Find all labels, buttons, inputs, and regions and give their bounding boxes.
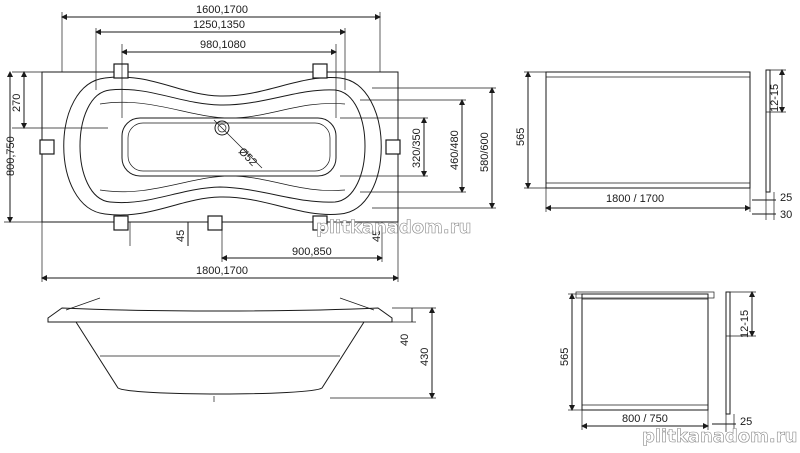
dim-foot-spacing: 900,850	[292, 246, 332, 258]
tub-shell-inner	[79, 88, 366, 204]
dim-side-rim: 40	[399, 334, 411, 346]
dim-inner-height-a: 320/350	[411, 128, 423, 168]
front-panel	[545, 71, 751, 189]
dim-drain: Ø52	[236, 146, 259, 169]
tub-basin	[121, 117, 337, 177]
end-panel-profile	[725, 291, 731, 415]
dim-front-depth-a: 25	[780, 192, 792, 204]
side-view: 40 430	[47, 297, 436, 402]
dim-foot-left: 45	[175, 230, 187, 242]
dim-inner-height-b: 460/480	[449, 130, 461, 170]
dim-front-depth-b: 30	[780, 209, 792, 221]
foot-bracket-icon	[312, 63, 328, 79]
dim-total-width-top: 1600,1700	[196, 4, 248, 16]
dim-inner-height-c: 580/600	[479, 132, 491, 172]
front-panel-view: 565 1800 / 1700 12-15 25 30	[515, 69, 792, 221]
dim-foot-right: 45	[371, 230, 383, 242]
end-panel-view: 565 800 / 750 12-15 25	[559, 291, 756, 432]
tub-contour-b	[99, 175, 346, 193]
dim-total-width-bottom: 1800,1700	[196, 265, 248, 277]
dim-left-offset: 270	[11, 94, 23, 112]
foot-bracket-icon	[113, 63, 129, 79]
tub-side-body	[75, 321, 365, 395]
dim-end-width: 800 / 750	[622, 413, 668, 425]
dim-front-height: 565	[515, 128, 527, 146]
dim-end-gap: 12-15	[739, 310, 751, 338]
foot-bracket-icon	[312, 215, 328, 231]
tub-basin-inner	[127, 122, 331, 172]
foot-bracket-icon	[113, 215, 129, 231]
dim-mid-width: 1250,1350	[193, 19, 245, 31]
tub-side-profile	[47, 307, 393, 323]
tub-shell-outer	[63, 76, 382, 216]
end-panel	[581, 293, 709, 411]
watermark: plitkanadom.ru	[316, 217, 471, 238]
dim-front-width: 1800 / 1700	[606, 193, 664, 205]
drain-icon	[214, 120, 230, 136]
dim-front-gap: 12-15	[769, 84, 781, 112]
foot-bracket-icon	[385, 139, 401, 155]
watermark: plitkanadom.ru	[642, 426, 797, 447]
dim-end-height: 565	[559, 348, 571, 366]
dim-total-height: 800,750	[5, 136, 17, 176]
dim-inner-width: 980,1080	[200, 39, 246, 51]
dim-end-depth: 25	[740, 416, 752, 428]
dim-side-height: 430	[419, 348, 431, 366]
drain-inner-icon	[217, 123, 227, 133]
top-view: Ø52 1600,1700 1250,1350 980,1080 270 800…	[4, 4, 496, 282]
tub-outline	[41, 71, 399, 223]
foot-bracket-icon	[39, 139, 55, 155]
foot-bracket-icon	[207, 215, 223, 231]
